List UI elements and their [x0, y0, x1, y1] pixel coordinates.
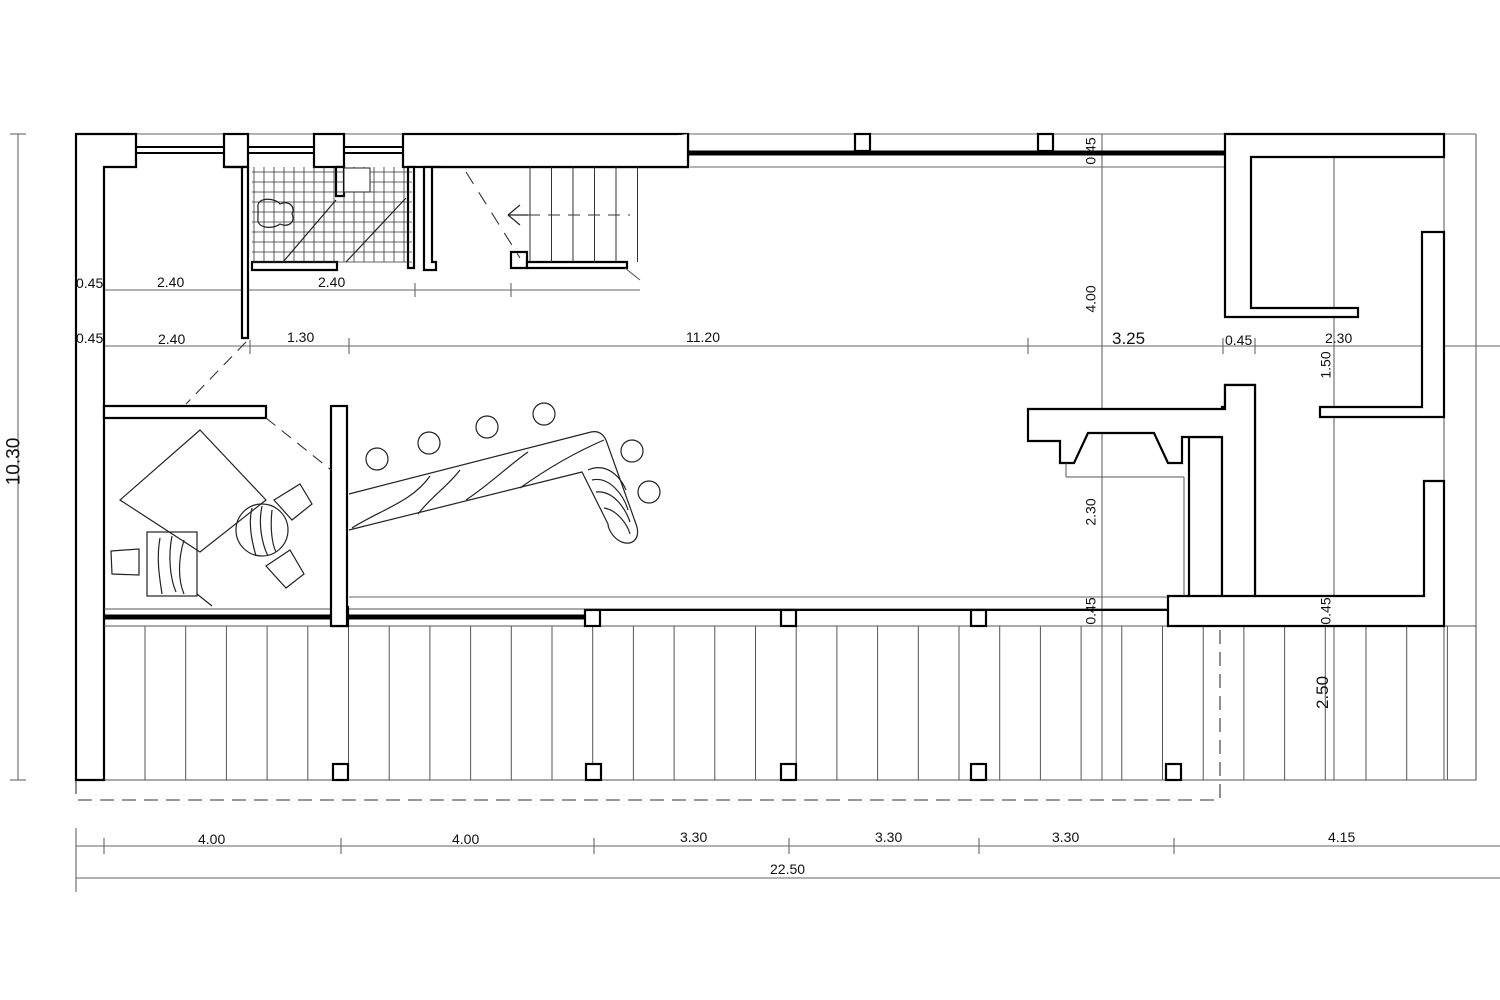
dimension-row2-wall: 0.45: [76, 330, 104, 346]
bathroom-tiles: [252, 167, 412, 263]
staircase: [465, 167, 641, 281]
dimension-bottom-5: 3.30: [1052, 829, 1080, 845]
dimension-row2-right-b: 2.30: [1325, 330, 1353, 346]
dimension-row2-main-hall: 11.20: [686, 329, 720, 345]
dimension-bottom-3: 3.30: [680, 829, 708, 845]
dimension-front-wall-right: 0.45: [1317, 597, 1334, 625]
terrace-decking: [75, 625, 1477, 801]
dimension-right-gap: 1.50: [1317, 351, 1334, 379]
dimension-row1-room-b: 2.40: [318, 274, 346, 290]
exterior-walls: [74, 132, 1225, 782]
dimension-row2-corridor: 1.30: [287, 329, 315, 345]
dimension-row1-room-a: 2.40: [157, 274, 185, 290]
interior-walls-left: [102, 134, 690, 628]
overall-dimension-lines: [10, 133, 1500, 892]
dimension-row2-right-a: 3.25: [1112, 329, 1146, 348]
dimension-bottom-2: 4.00: [452, 831, 480, 847]
interior-dimension-lines: [76, 133, 1500, 780]
dimension-lower-zone: 2.30: [1082, 498, 1099, 526]
dimension-row1-wall: 0.45: [76, 275, 104, 291]
dimension-upper-zone: 4.00: [1082, 285, 1099, 313]
dimension-row2-room-a: 2.40: [158, 331, 186, 347]
bar-counter: [348, 402, 661, 544]
dimension-row2-right-wall: 0.45: [1225, 332, 1253, 348]
dimension-front-wall: 0.45: [1082, 597, 1099, 625]
bathtub-icon: [257, 167, 407, 263]
dimension-overall-height: 10.30: [3, 437, 25, 486]
dimension-bottom-6: 4.15: [1328, 829, 1356, 845]
dimension-top-wall: 0.45: [1082, 137, 1099, 165]
dimension-bottom-1: 4.00: [198, 831, 226, 847]
dimension-bottom-4: 3.30: [875, 829, 903, 845]
dimension-terrace: 2.50: [1313, 675, 1333, 710]
dimension-overall-width: 22.50: [770, 861, 806, 877]
office-furniture: [110, 429, 313, 607]
interior-walls-right: [1026, 132, 1446, 628]
door-swings: [185, 341, 332, 471]
